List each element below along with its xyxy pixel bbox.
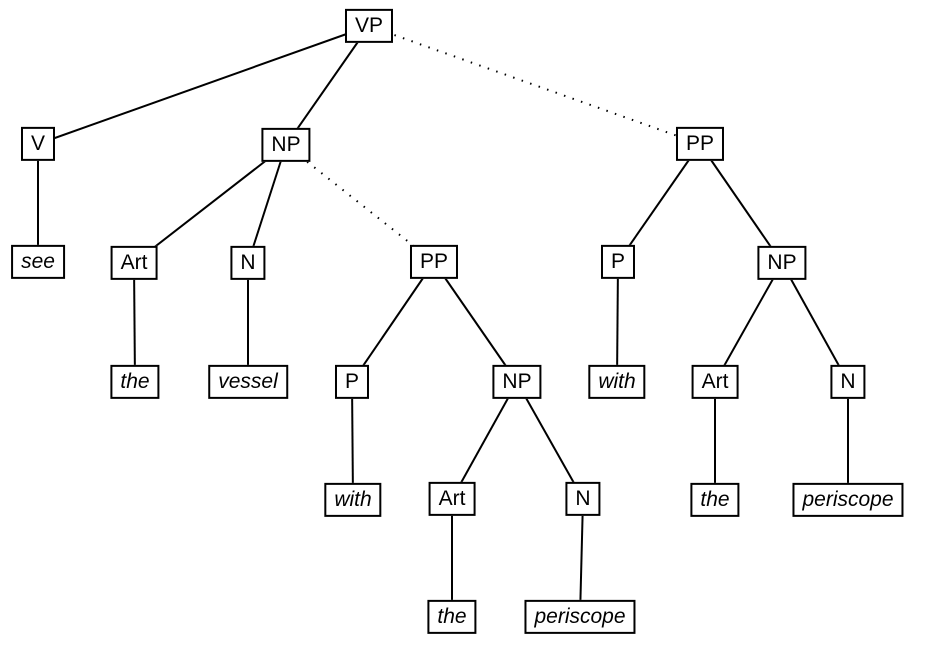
tree-node-p1: P	[334, 364, 370, 400]
tree-edge-np3-art3	[714, 262, 783, 383]
tree-node-np3: NP	[757, 245, 807, 281]
tree-node-see: see	[11, 244, 65, 280]
tree-edge-n2-periscope2	[579, 498, 584, 618]
tree-edge-pp1-np2	[433, 261, 518, 383]
tree-node-vp: VP	[344, 8, 394, 44]
tree-edge-vp-pp2-dotted	[368, 25, 701, 145]
tree-node-art1: Art	[110, 245, 158, 281]
tree-node-art2: Art	[428, 481, 476, 517]
tree-node-art3: Art	[691, 364, 739, 400]
tree-node-the2: the	[427, 599, 477, 635]
tree-node-np2: NP	[492, 364, 542, 400]
tree-edge-vp-v	[37, 25, 370, 145]
tree-node-the1: the	[110, 364, 160, 400]
tree-node-np1: NP	[261, 127, 311, 163]
tree-node-v: V	[20, 126, 56, 162]
tree-edge-np2-n2	[516, 381, 584, 500]
tree-node-n2: N	[565, 481, 601, 517]
tree-node-p2: P	[600, 244, 636, 280]
tree-node-with1: with	[324, 482, 382, 518]
tree-edge-np2-art2	[451, 381, 518, 500]
tree-edge-np1-art1	[133, 144, 287, 264]
tree-edge-vp-np1	[285, 25, 370, 146]
tree-edge-art1-the1	[133, 262, 136, 383]
tree-edge-pp2-np3	[699, 143, 783, 264]
tree-node-n1: N	[230, 245, 266, 281]
tree-edge-np3-n3	[781, 262, 849, 383]
tree-edge-p2-with2	[616, 261, 619, 383]
tree-node-n3: N	[830, 364, 866, 400]
tree-node-pp1: PP	[409, 244, 459, 280]
tree-edge-pp2-p2	[617, 143, 701, 263]
tree-node-vessel: vessel	[208, 364, 288, 400]
tree-node-with2: with	[588, 364, 646, 400]
tree-node-pp2: PP	[675, 126, 725, 162]
tree-node-the3: the	[690, 482, 740, 518]
tree-node-periscope2: periscope	[524, 599, 636, 635]
tree-edge-pp1-p1	[351, 261, 435, 383]
tree-edge-np1-n1	[247, 144, 287, 264]
tree-node-periscope3: periscope	[792, 482, 904, 518]
tree-edge-p1-with1	[351, 381, 354, 501]
